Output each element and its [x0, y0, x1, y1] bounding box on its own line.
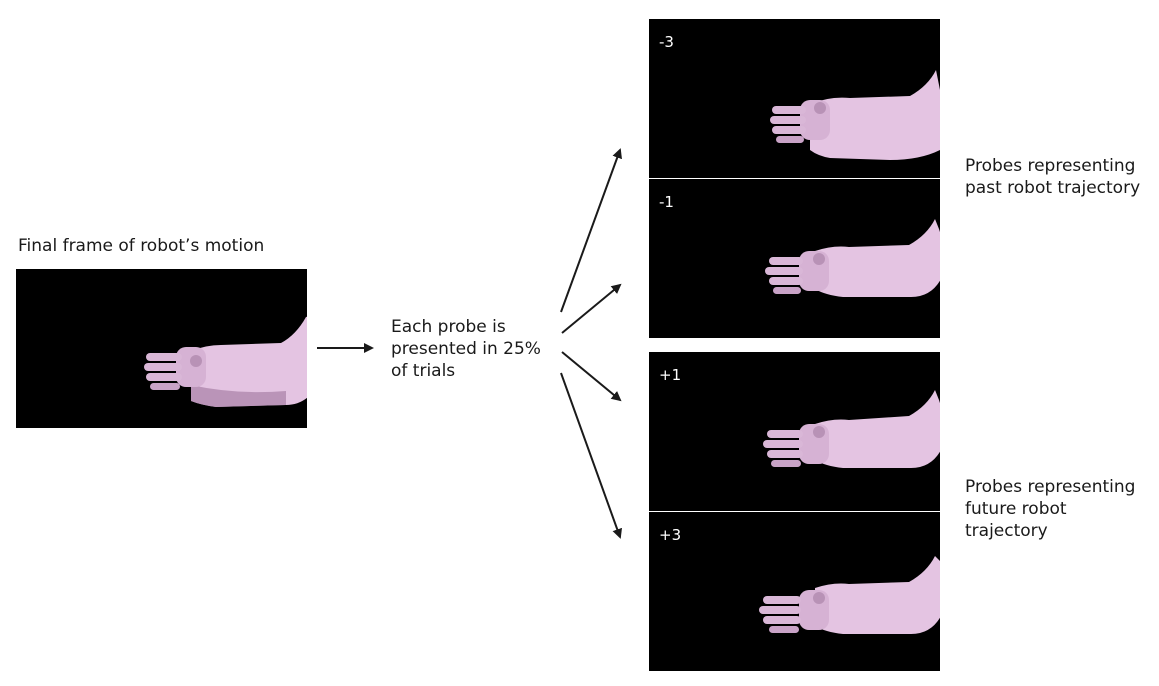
final-frame-caption: Final frame of robot’s motion — [18, 236, 265, 256]
arrow-to-probe-minus1 — [561, 283, 622, 334]
arrow-to-probe-minus3 — [560, 148, 622, 313]
future-probes-line: Probes representing — [965, 477, 1136, 497]
arrow-to-probe-plus1 — [561, 351, 622, 402]
probe-presentation-line: of trials — [391, 361, 456, 381]
robot-arm-illustration — [770, 70, 940, 160]
robot-arm-illustration — [763, 390, 940, 468]
probe-label: -3 — [659, 33, 674, 51]
probe-presentation-line: Each probe is — [391, 317, 506, 337]
final-frame-image — [16, 269, 307, 428]
future-probes-line: future robot — [965, 499, 1067, 519]
probe-frame-plus1: +1 — [649, 352, 940, 511]
probe-presentation-text: Each probe is presented in 25% of trials — [391, 316, 541, 382]
past-probes-line: past robot trajectory — [965, 178, 1141, 198]
probe-label: +1 — [659, 366, 682, 384]
past-probes-line: Probes representing — [965, 156, 1136, 176]
probe-frame-plus3: +3 — [649, 512, 940, 671]
probe-presentation-line: presented in 25% — [391, 339, 541, 359]
future-probes-line: trajectory — [965, 521, 1048, 541]
robot-arm-illustration — [759, 556, 940, 634]
probe-label: +3 — [659, 526, 682, 544]
probe-label: -1 — [659, 193, 674, 211]
probe-frame-minus1: -1 — [649, 179, 940, 338]
robot-arm-illustration — [144, 316, 307, 407]
probe-frame-minus3: -3 — [649, 19, 940, 178]
robot-arm-illustration — [765, 219, 940, 297]
past-probes-label: Probes representing past robot trajector… — [965, 155, 1140, 199]
arrow-to-probe-plus3 — [560, 372, 622, 539]
future-probes-label: Probes representing future robot traject… — [965, 476, 1135, 542]
